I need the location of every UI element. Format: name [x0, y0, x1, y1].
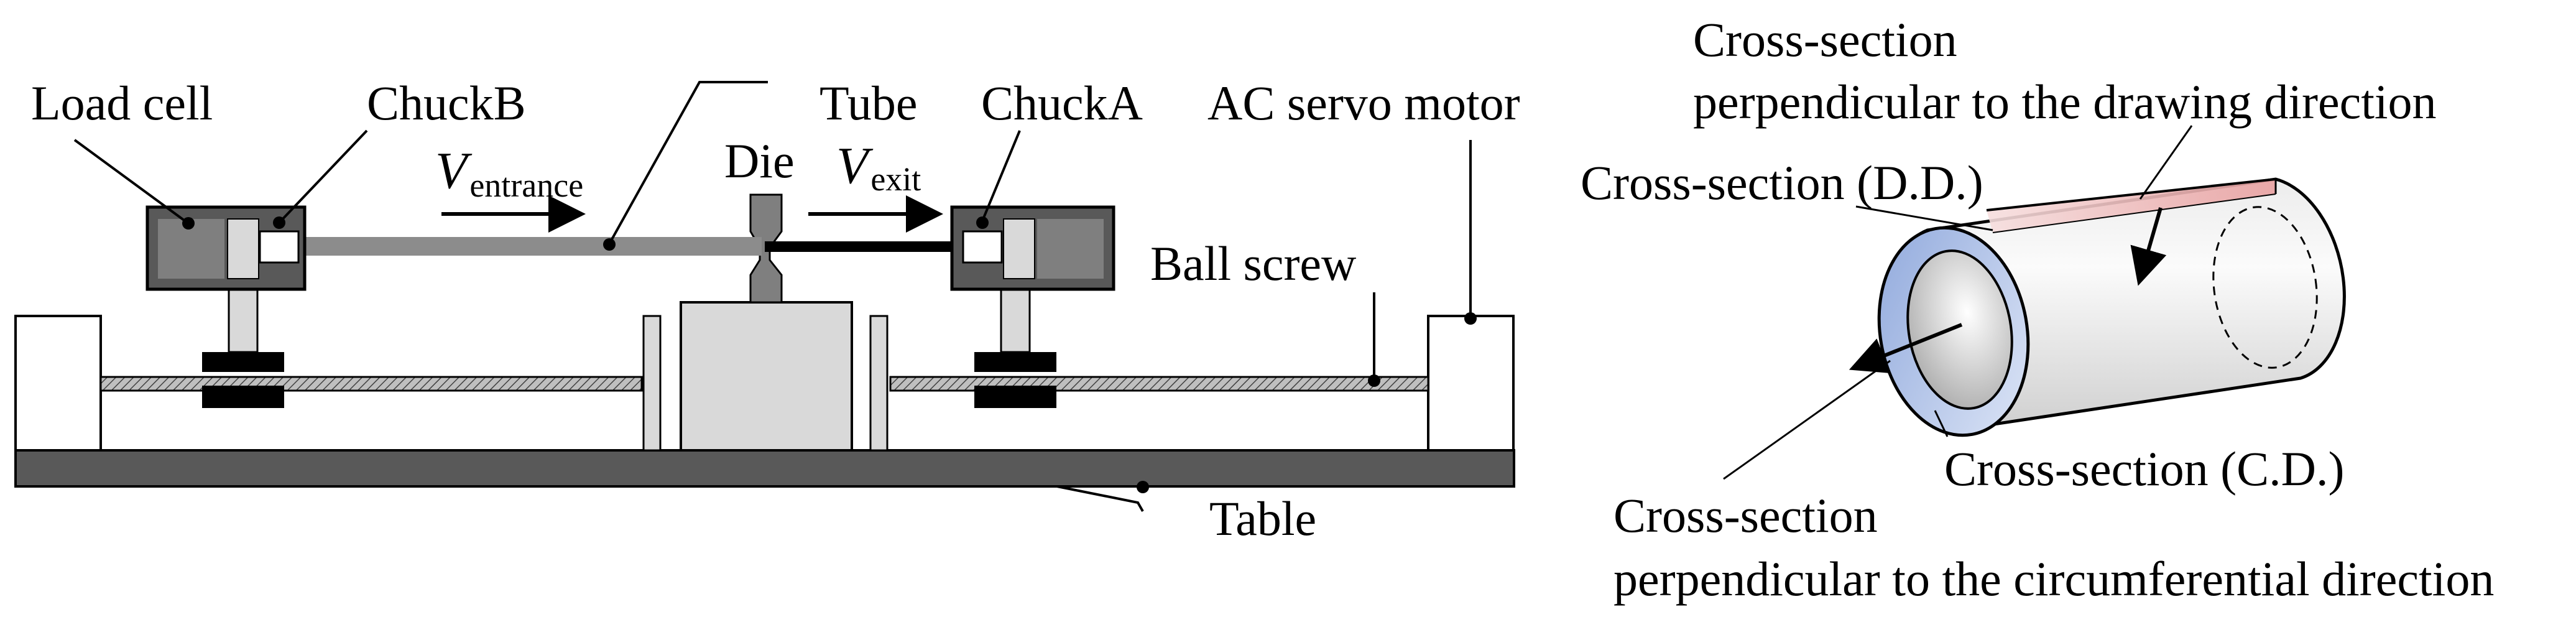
v-entrance-label: Ventrance: [435, 142, 583, 204]
perp-drawing-label: Cross-section perpendicular to the drawi…: [1693, 12, 2437, 129]
ball-screw-dot: [1368, 374, 1380, 387]
cd-leader: [1934, 410, 1949, 437]
servo-motor-dot: [1464, 312, 1477, 325]
ball-screw-label: Ball screw: [1150, 236, 1356, 290]
tube-before-die: [298, 237, 762, 256]
hidden-inner-bore-end: [2212, 206, 2318, 369]
v-entrance-symbol: V: [435, 142, 473, 200]
tube-after-die: [765, 241, 1001, 252]
perp-circumferential-line2: perpendicular to the circumferential dir…: [1613, 552, 2494, 606]
cylinder-top-edge: [1986, 178, 2276, 211]
ball-screw-right: [889, 376, 1429, 392]
dd-section-face: [1987, 179, 2276, 233]
v-entrance-subscript: entrance: [469, 167, 583, 204]
chuck-b-carriage-lower: [202, 386, 284, 408]
tube-leader: [608, 81, 768, 244]
die-label: Die: [724, 134, 795, 188]
load-cell-block: [158, 219, 224, 279]
chuck-a-label: ChuckA: [981, 76, 1143, 130]
chuck-b-grip: [227, 218, 259, 279]
drawing-direction-arrow: [2130, 207, 2167, 286]
table-leader: [1056, 485, 1144, 512]
chuck-b-column: [228, 282, 259, 353]
inner-bore: [1906, 249, 2013, 410]
drawing-apparatus: Load cell ChuckB Tube ChuckA AC servo mo…: [14, 76, 1520, 545]
perp-circumferential-leader: [1723, 360, 1891, 480]
chuck-a-dot: [976, 216, 989, 229]
load-cell-dot: [182, 217, 195, 230]
die-guide-post-left: [642, 315, 662, 452]
dd-leader: [1855, 205, 1993, 231]
perp-drawing-line1: Cross-section: [1693, 12, 1957, 67]
chuck-a-jaw: [962, 230, 1003, 264]
chuck-b-label: ChuckB: [367, 76, 526, 130]
table-dot: [1137, 481, 1149, 493]
chuck-a-carriage: [974, 352, 1056, 372]
chuck-b-assembly: [145, 205, 307, 408]
dd-label: Cross-section (D.D.): [1581, 156, 1983, 210]
perp-drawing-line2: perpendicular to the drawing direction: [1693, 75, 2437, 129]
die-guide-post-right: [869, 315, 889, 452]
table-plate: [14, 449, 1515, 488]
tube-dot: [603, 238, 616, 251]
perp-circumferential-line1: Cross-section: [1613, 488, 1878, 542]
load-cell-label: Load cell: [31, 76, 213, 130]
load-cell-leader: [73, 139, 188, 223]
perp-circumferential-label: Cross-section perpendicular to the circu…: [1613, 488, 2494, 606]
perp-drawing-leader: [2139, 125, 2193, 200]
chuck-a-grip: [1003, 218, 1035, 279]
v-exit-label: Vexit: [836, 137, 921, 198]
ball-screw-left: [99, 376, 643, 392]
chuck-b-leader: [279, 129, 368, 223]
ac-servo-motor-label: AC servo motor: [1207, 76, 1520, 130]
chuck-b-dot: [273, 216, 285, 229]
die-block: [680, 301, 853, 452]
circumferential-direction-arrow: [1849, 323, 1963, 374]
table-label: Table: [1209, 491, 1316, 545]
v-exit-subscript: exit: [870, 160, 921, 198]
tube-label: Tube: [819, 76, 918, 130]
tube-section-schematic: Cross-section perpendicular to the drawi…: [1581, 12, 2494, 606]
chuck-a-column: [1000, 282, 1031, 353]
left-end-support: [14, 315, 102, 452]
cd-label: Cross-section (C.D.): [1944, 442, 2344, 496]
v-exit-symbol: V: [836, 137, 874, 195]
chuck-a-body: [1037, 219, 1104, 279]
chuck-a-carriage-lower: [974, 386, 1056, 408]
chuck-b-jaw: [259, 230, 300, 264]
chuck-b-carriage: [202, 352, 284, 372]
dd-inner-edge: [1992, 193, 2276, 233]
right-end-support: [1427, 315, 1515, 452]
chuck-a-leader: [981, 130, 1021, 221]
